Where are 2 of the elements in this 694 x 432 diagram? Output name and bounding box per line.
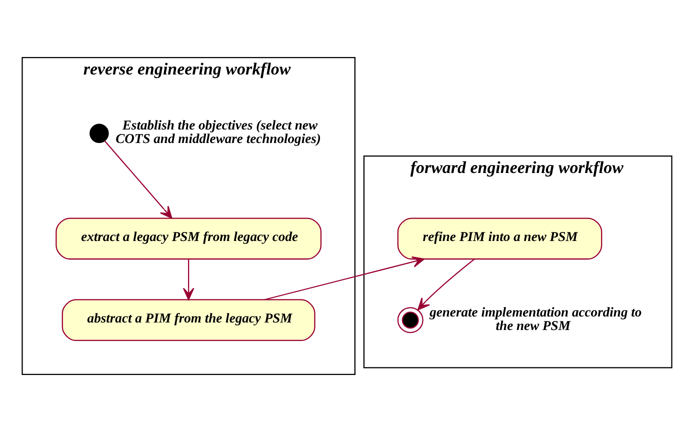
node-label: generate implementation according to the new PSM: [430, 304, 642, 333]
node-label: Establish the objectives (select new COTS and middleware technologies): [116, 118, 321, 146]
